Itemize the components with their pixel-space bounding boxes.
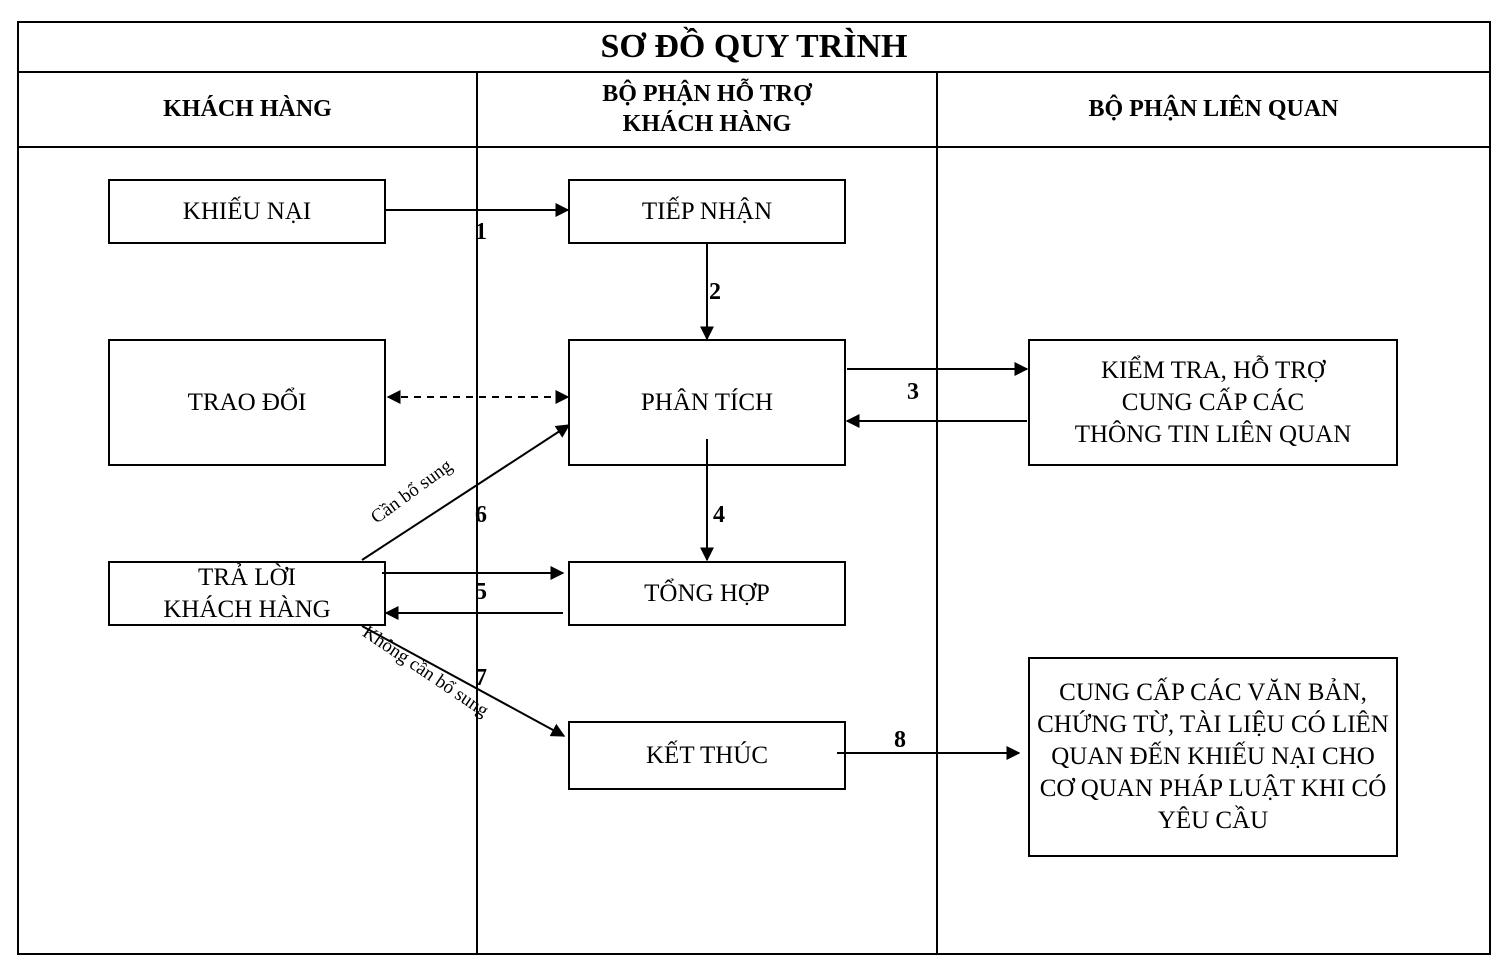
step-6-label: 6 xyxy=(475,502,487,528)
node-label: TIẾP NHẬN xyxy=(641,197,773,225)
step-3-label: 3 xyxy=(907,379,919,405)
arrow-7 xyxy=(361,625,566,737)
node-khieu-nai: KHIẾU NẠI xyxy=(108,179,386,244)
node-label: KHÁCH HÀNG xyxy=(163,595,331,623)
diagram-frame xyxy=(17,21,1491,955)
node-label: PHÂN TÍCH xyxy=(640,388,774,416)
step-1-label: 1 xyxy=(475,219,487,245)
lane-header-line: BỘ PHẬN HỖ TRỢ xyxy=(602,81,812,107)
step-4-label: 4 xyxy=(713,502,725,528)
node-label: CUNG CẤP CÁC VĂN BẢN, xyxy=(1059,679,1367,706)
step-5-label: 5 xyxy=(475,579,487,605)
node-label: TỔNG HỢP xyxy=(644,579,770,607)
node-cung-cap: CUNG CẤP CÁC VĂN BẢN, CHỨNG TỪ, TÀI LIỆU… xyxy=(1028,657,1398,857)
lane-header-line: KHÁCH HÀNG xyxy=(163,96,332,122)
lane-header-line: KHÁCH HÀNG xyxy=(622,111,792,137)
node-label: THÔNG TIN LIÊN QUAN xyxy=(1074,420,1352,448)
step-7-label: 7 xyxy=(475,665,487,691)
node-label: CƠ QUAN PHÁP LUẬT KHI CÓ xyxy=(1039,775,1387,802)
node-label: TRẢ LỜI xyxy=(198,563,296,591)
node-trao-doi: TRAO ĐỔI xyxy=(108,339,386,466)
lane-header-support: BỘ PHẬN HỖ TRỢ KHÁCH HÀNG xyxy=(477,72,937,146)
lane-header-line: BỘ PHẬN LIÊN QUAN xyxy=(1088,96,1339,122)
arrow-6 xyxy=(361,424,571,561)
node-tong-hop: TỔNG HỢP xyxy=(568,561,846,626)
node-label: KIỂM TRA, HỖ TRỢ xyxy=(1100,356,1326,384)
node-label: QUAN ĐẾN KHIẾU NẠI CHO xyxy=(1051,743,1375,770)
node-label: KẾT THÚC xyxy=(646,741,768,769)
step-8-label: 8 xyxy=(894,727,906,753)
node-ket-thuc: KẾT THÚC xyxy=(568,721,846,790)
node-kiem-tra: KIỂM TRA, HỖ TRỢ CUNG CẤP CÁC THÔNG TIN … xyxy=(1028,339,1398,466)
lane-header-customer: KHÁCH HÀNG xyxy=(18,72,477,146)
node-label: CUNG CẤP CÁC xyxy=(1121,388,1305,416)
node-tra-loi-khach-hang: TRẢ LỜI KHÁCH HÀNG xyxy=(108,561,386,626)
node-label: CHỨNG TỪ, TÀI LIỆU CÓ LIÊN xyxy=(1037,711,1389,738)
step-2-label: 2 xyxy=(709,279,721,305)
diagram-title: SƠ ĐỒ QUY TRÌNH xyxy=(600,28,908,65)
node-label: YÊU CẦU xyxy=(1157,807,1269,834)
node-label: TRAO ĐỔI xyxy=(187,388,307,416)
node-phan-tich: PHÂN TÍCH xyxy=(568,339,846,466)
node-label: KHIẾU NẠI xyxy=(182,197,312,225)
node-tiep-nhan: TIẾP NHẬN xyxy=(568,179,846,244)
lane-header-related: BỘ PHẬN LIÊN QUAN xyxy=(937,72,1490,146)
